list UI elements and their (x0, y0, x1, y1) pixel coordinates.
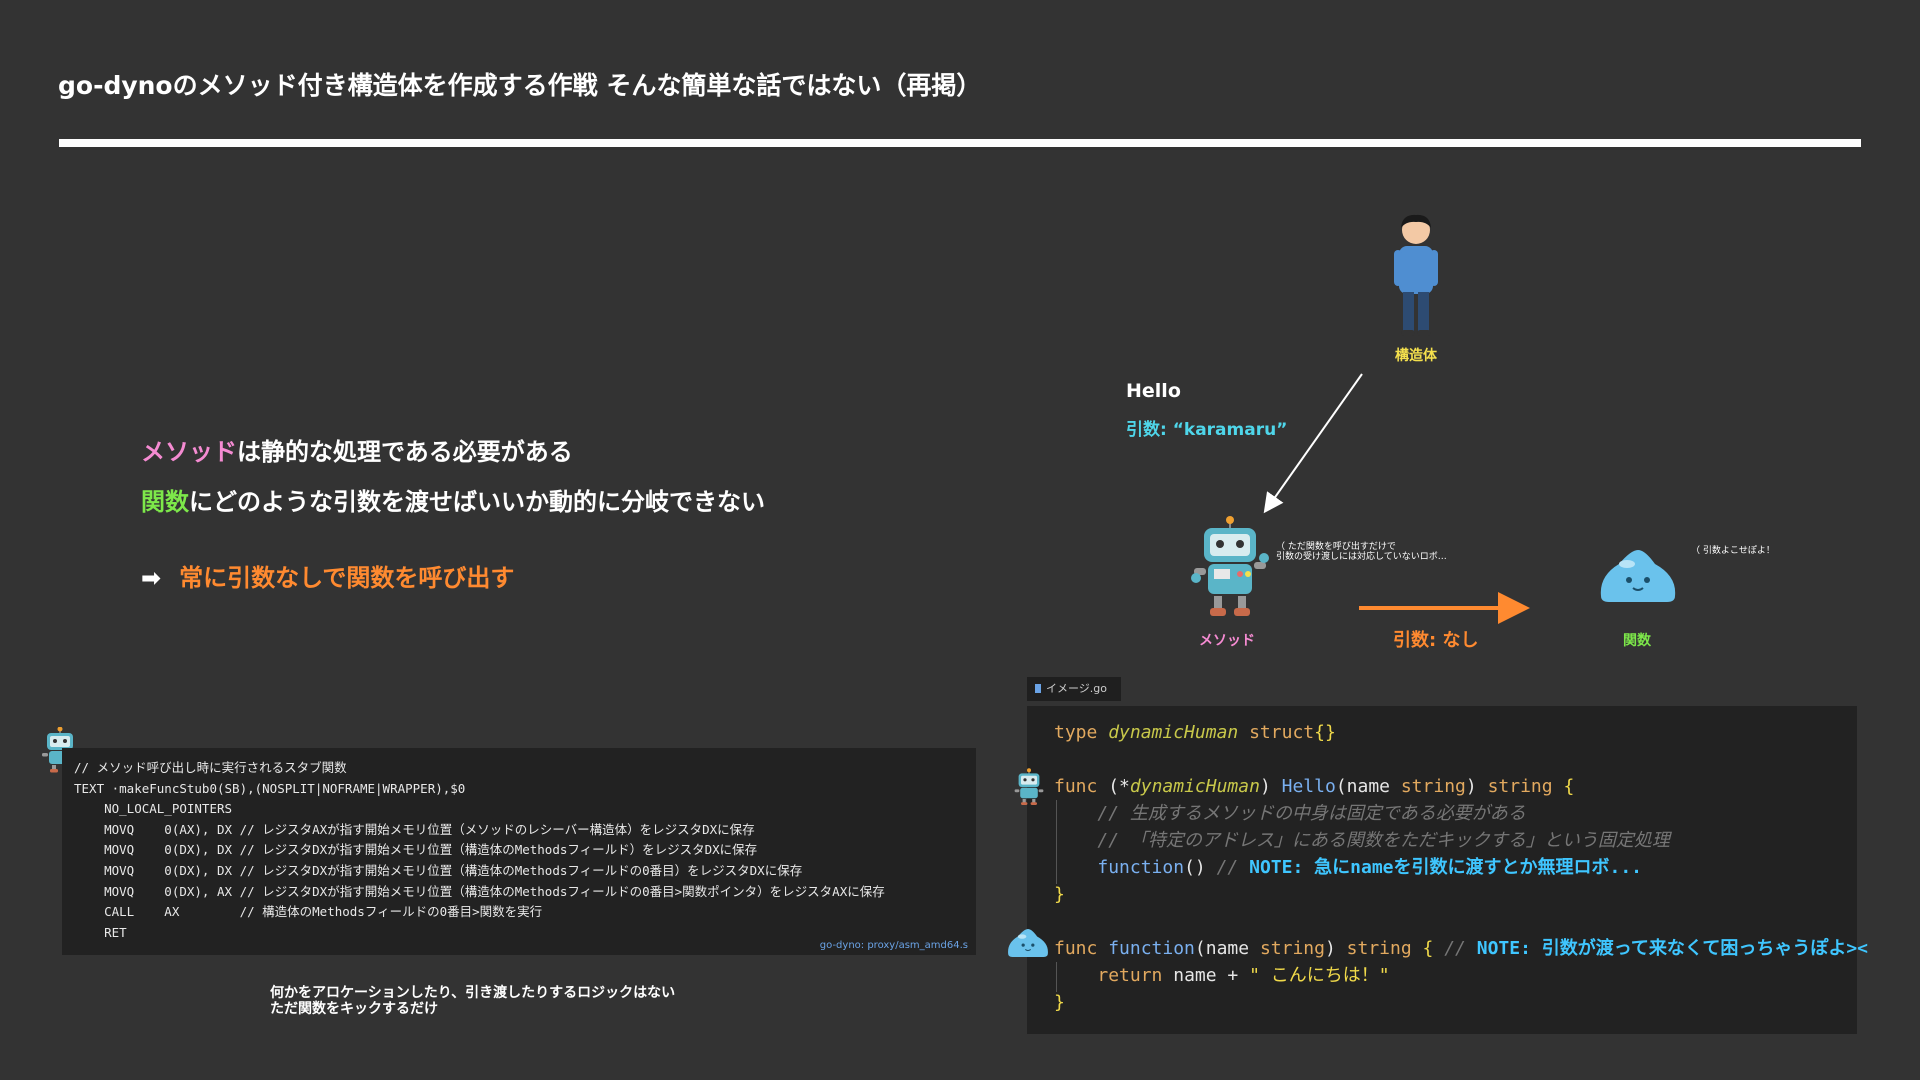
asm-note-line-1: 何かをアロケーションしたり、引き渡したりするロジックはない (270, 985, 676, 1001)
keyword: return (1097, 965, 1163, 986)
file-tab[interactable]: イメージ.go (1027, 677, 1121, 701)
hello-label: Hello (1126, 380, 1181, 402)
keyword: string (1346, 938, 1412, 959)
indent-guide (1056, 962, 1057, 992)
asm-line: RET (74, 924, 127, 940)
punct: () (1184, 857, 1206, 878)
punct: (* (1108, 776, 1130, 797)
keyword: type (1054, 722, 1098, 743)
brace: { (1422, 938, 1434, 959)
asm-note: 何かをアロケーションしたり、引き渡したりするロジックはない ただ関数をキックする… (270, 985, 675, 1017)
asm-line: TEXT ·makeFuncStub0(SB),(NOSPLIT|NOFRAME… (74, 780, 466, 796)
point-1-text: は静的な処理である必要がある (237, 438, 573, 466)
go-code-panel: type dynamicHuman struct{} func (*dynami… (1027, 706, 1868, 1034)
title-divider (59, 139, 1861, 147)
file-icon (1035, 684, 1041, 693)
note-comment: NOTE: 引数が渡って来なくて困っちゃうぽよ>< (1476, 938, 1869, 959)
function-label: 関数 (1623, 633, 1651, 649)
asm-line: MOVQ 0(AX), DX // レジスタAXが指す開始メモリ位置（メソッドの… (74, 821, 755, 837)
keyword: func (1054, 938, 1098, 959)
punct: ) (1324, 938, 1336, 959)
asm-line: NO_LOCAL_POINTERS (74, 801, 233, 817)
brace: {} (1314, 722, 1336, 743)
code-line: return name + " こんにちは！" (1054, 965, 1390, 987)
code-line: type dynamicHuman struct{} (1054, 722, 1336, 744)
string-literal: " こんにちは！" (1249, 965, 1390, 986)
code-line: func function(name string) string { // N… (1054, 938, 1868, 960)
params: (name (1335, 776, 1390, 797)
brace: { (1563, 776, 1575, 797)
function-name: function (1108, 938, 1195, 959)
point-conclusion: ➡ 常に引数なしで関数を呼び出す (141, 558, 514, 593)
code-line: } (1054, 884, 1065, 906)
comment: // 生成するメソッドの中身は固定である必要がある (1097, 803, 1526, 824)
params: (name (1194, 938, 1250, 959)
slime-icon (1008, 929, 1048, 957)
argument-label: 引数: “karamaru” (1126, 420, 1288, 440)
robot-speech: （ ただ関数を呼び出すだけで 引数の受け渡しには対応していないロボ… (1276, 542, 1447, 562)
keyword: string (1487, 776, 1553, 797)
type-name: dynamicHuman (1129, 776, 1260, 797)
asm-note-line-2: ただ関数をキックするだけ (270, 1001, 438, 1017)
code-line: func (*dynamicHuman) Hello(name string) … (1054, 776, 1574, 798)
comment: // 「特定のアドレス」にある関数をただキックする」という固定処理 (1097, 830, 1670, 851)
slime-icon (1600, 550, 1676, 602)
note-comment: NOTE: 急にnameを引数に渡すとか無理ロボ... (1249, 857, 1643, 878)
asm-line: MOVQ 0(DX), DX // レジスタDXが指す開始メモリ位置（構造体のM… (74, 842, 758, 858)
asm-line: MOVQ 0(DX), DX // レジスタDXが指す開始メモリ位置（構造体のM… (74, 862, 803, 878)
point-function-args: 関数にどのような引数を渡せばいいか動的に分岐できない (141, 482, 765, 517)
comment: // (1444, 938, 1466, 959)
struct-label: 構造体 (1395, 348, 1437, 364)
conclusion-text: 常に引数なしで関数を呼び出す (179, 564, 515, 592)
robot-speech-line-1: （ ただ関数を呼び出すだけで (1276, 542, 1396, 552)
function-call: function (1097, 857, 1185, 878)
robot-speech-line-2: 引数の受け渡しには対応していないロボ… (1276, 552, 1447, 562)
indent-guide (1056, 800, 1057, 884)
code-line: // 生成するメソッドの中身は固定である必要がある (1054, 803, 1526, 825)
comment: // (1216, 857, 1239, 878)
person-icon (1394, 214, 1438, 336)
keyword: string (1400, 776, 1466, 797)
slide-title: go-dynoのメソッド付き構造体を作成する作戦 そんな簡単な話ではない（再掲） (58, 71, 982, 100)
punct: ) (1465, 776, 1477, 797)
function-highlight: 関数 (141, 488, 189, 516)
code-line: // 「特定のアドレス」にある関数をただキックする」という固定処理 (1054, 830, 1670, 852)
keyword: string (1259, 938, 1325, 959)
asm-code: // メソッド呼び出し時に実行されるスタブ関数 TEXT ·makeFuncSt… (62, 748, 976, 953)
no-argument-label: 引数: なし (1393, 630, 1479, 651)
point-2-text: にどのような引数を渡せばいいか動的に分岐できない (189, 488, 765, 516)
file-tab-label: イメージ.go (1046, 682, 1107, 695)
point-method-static: メソッドは静的な処理である必要がある (141, 432, 573, 467)
asm-line: MOVQ 0(DX), AX // レジスタDXが指す開始メモリ位置（構造体のM… (74, 883, 885, 899)
asm-code-panel: // メソッド呼び出し時に実行されるスタブ関数 TEXT ·makeFuncSt… (62, 748, 976, 955)
code-line: } (1054, 992, 1065, 1014)
asm-line: // メソッド呼び出し時に実行されるスタブ関数 (74, 760, 347, 775)
hello-arrow (1263, 373, 1363, 514)
brace: } (1054, 992, 1065, 1013)
type-name: dynamicHuman (1108, 722, 1239, 743)
method-highlight: メソッド (141, 438, 237, 466)
brace: } (1054, 884, 1065, 905)
slime-speech: （ 引数よこせぽよ！ (1691, 546, 1775, 556)
method-label: メソッド (1199, 633, 1255, 649)
right-arrow-icon: ➡ (141, 564, 162, 592)
punct: ) (1259, 776, 1271, 797)
robot-icon (1014, 768, 1044, 805)
expression: name + (1173, 965, 1239, 986)
code-line: function() // NOTE: 急にnameを引数に渡すとか無理ロボ..… (1054, 857, 1642, 879)
keyword: struct (1249, 722, 1315, 743)
robot-icon (1191, 516, 1269, 616)
keyword: func (1054, 776, 1098, 797)
function-name: Hello (1281, 776, 1336, 797)
asm-line: CALL AX // 構造体のMethodsフィールドの0番目>関数を実行 (74, 904, 543, 920)
asm-source-link[interactable]: go-dyno: proxy/asm_amd64.s (819, 940, 968, 951)
